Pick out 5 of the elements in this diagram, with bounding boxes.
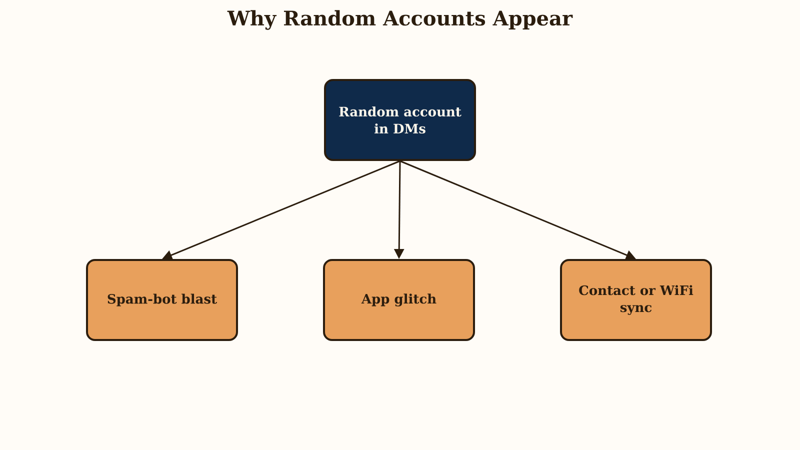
- cause-box: Contact or WiFi sync: [560, 259, 712, 341]
- root-box: Random account in DMs: [324, 79, 476, 161]
- cause-box: Spam-bot blast: [86, 259, 238, 341]
- cause-box: App glitch: [323, 259, 475, 341]
- title: Why Random Accounts Appear: [227, 10, 573, 30]
